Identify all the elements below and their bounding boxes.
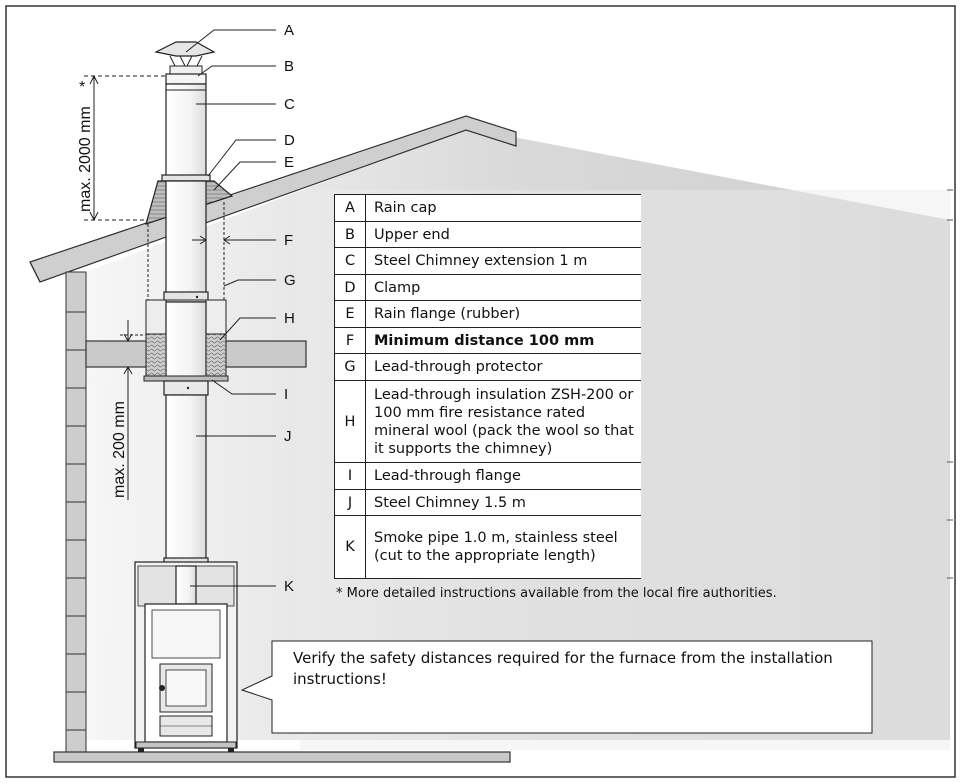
label-g: G xyxy=(284,272,296,289)
floor xyxy=(53,751,511,763)
legend-key: K xyxy=(334,515,366,579)
clamp xyxy=(161,174,211,182)
legend-key: I xyxy=(334,462,366,490)
rain-cap xyxy=(154,41,216,75)
legend-key: A xyxy=(334,194,366,222)
dimension-top-label: max. 2000 mm xyxy=(77,106,94,212)
footnote: * More detailed instructions available f… xyxy=(336,586,777,601)
outer-frame xyxy=(5,5,956,778)
chimney-pipe-upper xyxy=(165,180,207,296)
log-wall xyxy=(65,271,87,753)
heater xyxy=(134,561,238,752)
callout-bubble xyxy=(240,640,873,734)
label-c: C xyxy=(284,96,295,113)
legend-text: Lead-through insulation ZSH-200 or 100 m… xyxy=(365,380,641,463)
legend-text: Steel Chimney extension 1 m xyxy=(365,247,641,275)
label-a: A xyxy=(284,22,294,39)
legend-text: Minimum distance 100 mm xyxy=(365,327,641,354)
leader-lines xyxy=(185,29,276,587)
steel-chimney xyxy=(165,394,207,562)
insulation-right xyxy=(205,333,227,377)
insulation-left xyxy=(145,333,167,377)
label-b: B xyxy=(284,58,294,75)
legend-key: G xyxy=(334,353,366,381)
callout-text: Verify the safety distances required for… xyxy=(293,649,833,688)
legend-key: B xyxy=(334,221,366,248)
dimension-top xyxy=(84,74,166,222)
distance-arrows xyxy=(192,235,238,245)
legend-key: E xyxy=(334,300,366,328)
dimension-lower-label: max. 200 mm xyxy=(111,401,128,498)
legend-key: D xyxy=(334,274,366,301)
legend-key: J xyxy=(334,489,366,516)
label-e: E xyxy=(284,154,294,171)
legend-text: Lead-through protector xyxy=(365,353,641,381)
chimney-extension xyxy=(165,83,207,179)
dimension-lower xyxy=(120,320,146,500)
legend-text: Steel Chimney 1.5 m xyxy=(365,489,641,516)
legend-text: Rain cap xyxy=(365,194,641,222)
dimension-top-asterisk: * xyxy=(79,79,85,96)
label-i: I xyxy=(284,386,288,403)
label-h: H xyxy=(284,310,295,327)
legend-text: Upper end xyxy=(365,221,641,248)
legend-key: F xyxy=(334,327,366,354)
label-k: K xyxy=(284,578,294,595)
legend-text: Clamp xyxy=(365,274,641,301)
label-j: J xyxy=(284,428,292,445)
lead-through-flange xyxy=(143,375,229,382)
smoke-pipe xyxy=(175,565,197,605)
legend-key: H xyxy=(334,380,366,463)
legend-text: Lead-through flange xyxy=(365,462,641,490)
upper-end xyxy=(165,73,207,85)
legend-text: Smoke pipe 1.0 m, stainless steel (cut t… xyxy=(365,515,641,579)
label-d: D xyxy=(284,132,295,149)
legend-key: C xyxy=(334,247,366,275)
label-f: F xyxy=(284,232,293,249)
legend-text: Rain flange (rubber) xyxy=(365,300,641,328)
